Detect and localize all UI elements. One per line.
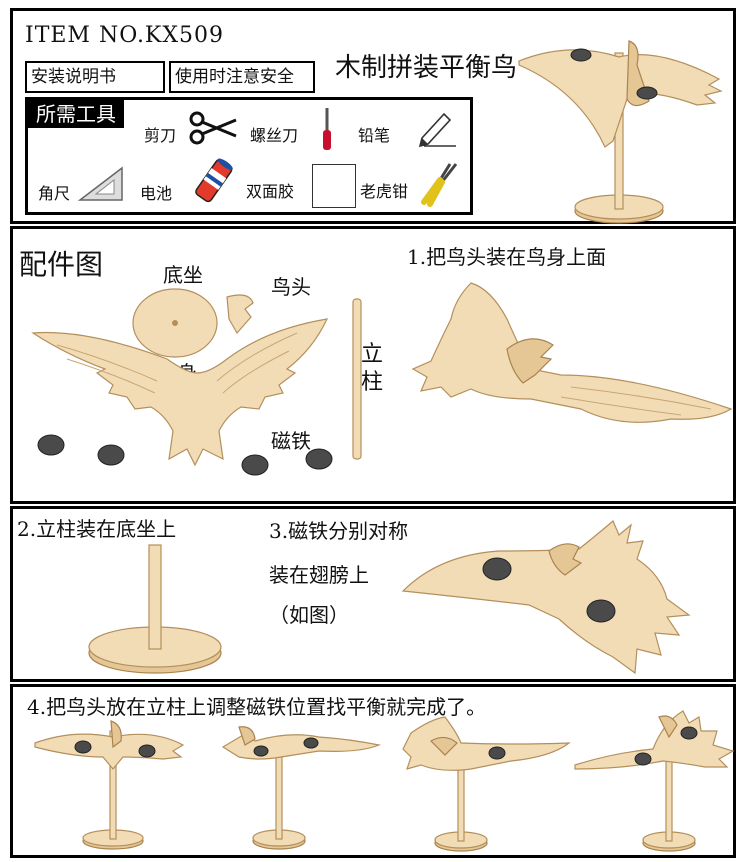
step-3-text-line2: 装在翅膀上 <box>269 563 369 587</box>
tool-label-screwdriver: 螺丝刀 <box>250 126 299 145</box>
step-2-text: 2.立柱装在底坐上 <box>17 517 177 541</box>
steps-panel: 2.立柱装在底坐上 3.磁铁分别对称 装在翅膀上 （如图） <box>10 506 736 682</box>
double-sided-tape-icon <box>312 164 356 208</box>
safety-label: 使用时注意安全 <box>169 61 315 93</box>
item-number: ITEM NO.KX509 <box>25 23 225 48</box>
step-1-text: 1.把鸟头装在鸟身上面 <box>407 245 607 269</box>
parts-panel: 配件图 底坐 鸟头 鸟身 磁铁 立柱 1.把鸟头装在鸟身上面 <box>10 226 736 504</box>
final-bird-view-3 <box>402 716 571 852</box>
tools-box: 所需工具 剪刀 螺丝刀 铅笔 角尺 电池 <box>25 97 473 215</box>
step-2-stand-illustration <box>88 544 222 674</box>
step-3-text-line3: （如图） <box>269 603 349 627</box>
tool-label-pencil: 铅笔 <box>358 126 391 145</box>
pencil-icon <box>418 112 456 148</box>
header-panel: ITEM NO.KX509 安装说明书 使用时注意安全 木制拼装平衡鸟 所需工具… <box>10 8 736 224</box>
step-4-text: 4.把鸟头放在立柱上调整磁铁位置找平衡就完成了。 <box>27 695 487 719</box>
tool-label-scissors: 剪刀 <box>144 126 177 145</box>
final-bird-view-1 <box>34 720 185 850</box>
tool-label-pliers: 老虎钳 <box>360 182 409 201</box>
tool-label-battery: 电池 <box>140 184 173 203</box>
magnet-label: 磁铁 <box>271 429 311 453</box>
step-1-bird-illustration <box>411 282 733 423</box>
manual-label: 安装说明书 <box>25 61 165 93</box>
parts-heading: 配件图 <box>19 248 104 281</box>
product-title: 木制拼装平衡鸟 <box>335 53 518 83</box>
head-label: 鸟头 <box>271 275 311 299</box>
triangle-ruler-icon <box>77 166 123 201</box>
step-3-text-line1: 3.磁铁分别对称 <box>269 519 409 543</box>
tools-heading: 所需工具 <box>28 100 124 128</box>
pliers-icon <box>421 163 458 207</box>
tool-label-ruler: 角尺 <box>38 184 71 203</box>
parts-illustration <box>31 288 362 476</box>
base-label: 底坐 <box>163 263 203 287</box>
step-3-bird-with-magnets-illustration <box>401 520 691 675</box>
final-bird-view-4 <box>574 710 735 852</box>
pillar-label: 立柱 <box>361 342 384 395</box>
balancing-bird-illustration <box>518 40 723 224</box>
tool-label-tape: 双面胶 <box>246 182 295 201</box>
screwdriver-icon <box>323 108 331 150</box>
final-step-panel: 4.把鸟头放在立柱上调整磁铁位置找平衡就完成了。 <box>10 684 736 858</box>
final-bird-view-2 <box>221 726 382 850</box>
battery-icon <box>195 158 233 203</box>
scissors-icon <box>189 111 237 145</box>
